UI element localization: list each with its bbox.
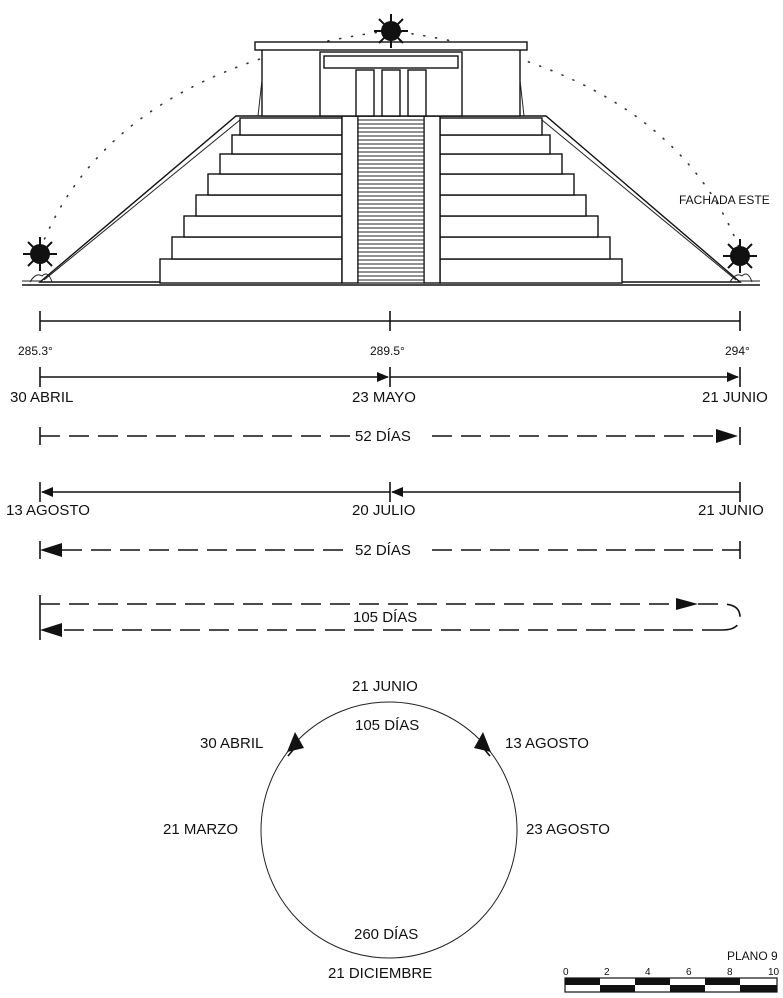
central-staircase (341, 115, 441, 284)
cycle-23-agosto: 23 AGOSTO (526, 821, 610, 838)
cycle-21-marzo: 21 MARZO (163, 821, 238, 838)
row-spring-passage: 30 ABRIL 23 MAYO 21 JUNIO 52 DÍAS (10, 367, 768, 445)
cycle-21-diciembre: 21 DICIEMBRE (328, 965, 432, 982)
annual-cycle-circle: 21 JUNIO 105 DÍAS 30 ABRIL 13 AGOSTO 21 … (163, 678, 610, 982)
angle-center-label: 289.5° (370, 344, 405, 358)
date-20-julio: 20 JULIO (352, 502, 415, 519)
date-21-junio: 21 JUNIO (702, 389, 768, 406)
date-30-abril: 30 ABRIL (10, 389, 73, 406)
sun-icon (374, 14, 408, 48)
scale-tick-label: 8 (727, 967, 733, 978)
span-105-dias: 105 DÍAS (353, 609, 417, 626)
pyramid-terraces (159, 117, 623, 284)
facade-label: FACHADA ESTE (679, 193, 770, 207)
scale-tick-label: 4 (645, 967, 651, 978)
scale-tick-label: 2 (604, 967, 610, 978)
scale-bar (564, 977, 778, 993)
angle-right-label: 294° (725, 344, 750, 358)
date-13-agosto: 13 AGOSTO (6, 502, 90, 519)
cycle-13-agosto: 13 AGOSTO (505, 735, 589, 752)
angle-left-label: 285.3° (18, 344, 53, 358)
date-23-mayo: 23 MAYO (352, 389, 416, 406)
summit-temple (254, 41, 528, 117)
scale-tick-label: 0 (563, 967, 569, 978)
row-105-day-loop: 105 DÍAS (39, 595, 741, 640)
azimuth-scale: 285.3° 289.5° 294° (18, 311, 750, 358)
sun-path-right (399, 31, 741, 251)
sun-icon (23, 237, 57, 271)
plan-label: PLANO 9 (727, 949, 778, 963)
cycle-30-abril: 30 ABRIL (200, 735, 263, 752)
scale-tick-label: 10 (768, 967, 780, 978)
sun-icon (723, 239, 757, 273)
span-52-dias-return: 52 DÍAS (355, 542, 411, 559)
date-21-junio-return: 21 JUNIO (698, 502, 764, 519)
span-52-dias: 52 DÍAS (355, 428, 411, 445)
cycle-260-dias: 260 DÍAS (354, 926, 418, 943)
plan-scale: PLANO 9 0 2 4 6 8 10 (563, 949, 780, 993)
cycle-105-dias: 105 DÍAS (355, 717, 419, 734)
row-summer-return: 13 AGOSTO 20 JULIO 21 JUNIO 52 DÍAS (6, 482, 764, 559)
scale-tick-label: 6 (686, 967, 692, 978)
cycle-21-junio: 21 JUNIO (352, 678, 418, 695)
pyramid-elevation: FACHADA ESTE (22, 14, 770, 286)
